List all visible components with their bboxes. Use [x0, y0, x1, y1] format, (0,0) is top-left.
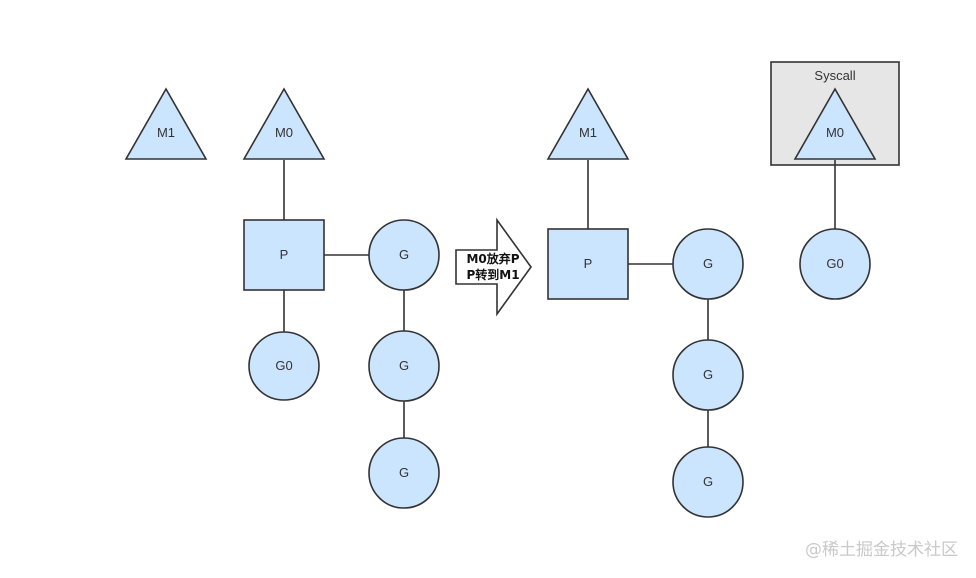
left-connectors	[283, 160, 405, 438]
m0-label: M0	[826, 125, 844, 140]
right-g-queue: G G G	[672, 228, 744, 518]
triangle-icon	[546, 87, 630, 160]
right-m1-machine: M1	[546, 87, 630, 160]
syscall-m0-machine: M0	[793, 87, 877, 160]
circle-icon	[799, 228, 871, 300]
syscall-g0-goroutine: G0	[799, 228, 871, 300]
g-label: G	[399, 358, 409, 373]
right-p-processor: P	[547, 228, 629, 300]
triangle-icon	[242, 87, 326, 160]
g-label: G	[399, 247, 409, 262]
g0-label: G0	[826, 256, 843, 271]
triangle-icon	[793, 87, 877, 160]
square-icon	[243, 219, 325, 291]
right-arrow-icon	[455, 217, 532, 317]
g-label: G	[703, 474, 713, 489]
left-g-queue: G G G	[368, 219, 440, 509]
p-label: P	[280, 247, 289, 262]
left-g0-goroutine: G0	[248, 331, 320, 401]
left-p-processor: P	[243, 219, 325, 291]
circle-icon	[672, 339, 744, 411]
circle-icon	[368, 330, 440, 402]
circle-icon	[368, 437, 440, 509]
transition-line1: M0放弃P	[466, 251, 519, 266]
g-label: G	[703, 367, 713, 382]
transition-arrow: M0放弃P P转到M1	[455, 217, 532, 317]
transition-line2: P转到M1	[466, 267, 519, 282]
right-connectors	[587, 160, 836, 447]
watermark: @稀土掘金技术社区	[805, 540, 958, 560]
p-label: P	[584, 256, 593, 271]
circle-icon	[248, 331, 320, 401]
square-icon	[547, 228, 629, 300]
circle-icon	[672, 228, 744, 300]
circle-icon	[368, 219, 440, 291]
m1-label: M1	[157, 125, 175, 140]
g-label: G	[399, 465, 409, 480]
triangle-icon	[124, 87, 208, 160]
left-m1-machine: M1	[124, 87, 208, 160]
m0-label: M0	[275, 125, 293, 140]
g0-label: G0	[275, 358, 292, 373]
syscall-title: Syscall	[814, 68, 855, 83]
left-m0-machine: M0	[242, 87, 326, 160]
g-label: G	[703, 256, 713, 271]
m1-label: M1	[579, 125, 597, 140]
circle-icon	[672, 446, 744, 518]
